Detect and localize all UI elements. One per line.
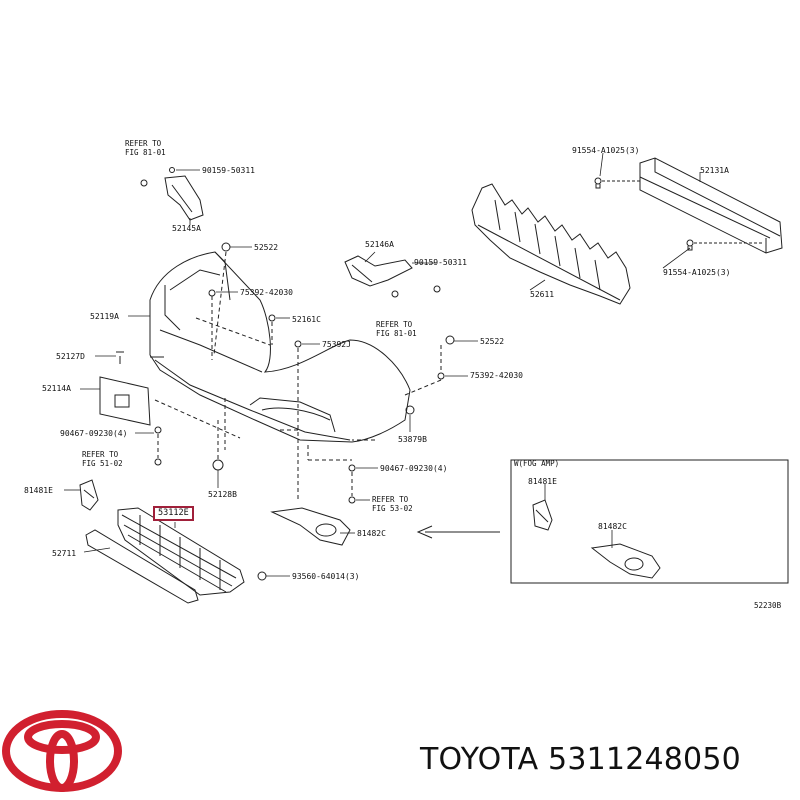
label-81481E-left: 81481E <box>24 486 53 495</box>
fog-option-box <box>510 459 789 584</box>
fog-bezel-81482C-box[interactable] <box>590 543 661 579</box>
refer-fig-53: REFER TO FIG 53-02 <box>372 495 413 513</box>
label-52127D: 52127D <box>56 352 85 361</box>
fog-box-label: W(FOG AMP) <box>514 459 560 468</box>
label-52119A: 52119A <box>90 312 119 321</box>
label-75392-mid: 75392-42030 <box>470 371 523 380</box>
label-52611: 52611 <box>530 290 555 299</box>
brand-part-number: TOYOTA 5311248050 <box>420 742 741 777</box>
label-52522-mid: 52522 <box>480 337 505 346</box>
label-91554-top: 91554-A1025(3) <box>572 146 640 155</box>
label-52128B: 52128B <box>208 490 237 499</box>
label-90467-mid: 90467-09230(4) <box>380 464 448 473</box>
label-90159-mid: 90159-50311 <box>414 258 467 267</box>
refer-fig-51: REFER TO FIG 51-02 <box>82 450 123 468</box>
bumper-cover-52119A[interactable] <box>149 251 411 443</box>
highlighted-part-53112E[interactable]: 53112E <box>153 506 194 521</box>
fog-lamp-81481E-left[interactable] <box>79 479 99 511</box>
bolt-icon <box>594 177 694 251</box>
license-bracket-52114A[interactable] <box>99 376 151 426</box>
label-52146A: 52146A <box>365 240 394 249</box>
fog-bezel-81482C[interactable] <box>270 507 351 546</box>
label-75392J: 75392J <box>322 340 351 349</box>
bracket-52145A[interactable] <box>164 175 204 221</box>
label-52522-top: 52522 <box>254 243 279 252</box>
bracket-52146A[interactable] <box>344 255 413 287</box>
label-81482C-box: 81482C <box>598 522 627 531</box>
label-81481E-box: 81481E <box>528 477 557 486</box>
label-53879B: 53879B <box>398 435 427 444</box>
refer-fig-81-mid: REFER TO FIG 81-01 <box>376 320 417 338</box>
label-52145A: 52145A <box>172 224 201 233</box>
label-90467-left: 90467-09230(4) <box>60 429 128 438</box>
label-52711: 52711 <box>52 549 77 558</box>
label-52114A: 52114A <box>42 384 71 393</box>
label-52161C: 52161C <box>292 315 321 324</box>
bumper-reinforcement-52131A[interactable] <box>639 157 783 254</box>
fog-lamp-81481E-box[interactable] <box>532 499 553 531</box>
toyota-logo-icon <box>2 710 122 792</box>
grille-53112E[interactable] <box>117 507 245 596</box>
diagram-code: 52230B <box>754 601 782 610</box>
refer-fig-81-top: REFER TO FIG 81-01 <box>125 139 166 157</box>
label-90159-top: 90159-50311 <box>202 166 255 175</box>
label-93560: 93560-64014(3) <box>292 572 360 581</box>
label-81482C-main: 81482C <box>357 529 386 538</box>
label-52131A: 52131A <box>700 166 729 175</box>
label-75392-top: 75392-42030 <box>240 288 293 297</box>
molding-52711[interactable] <box>85 529 199 604</box>
label-91554-bottom: 91554-A1025(3) <box>663 268 731 277</box>
arrow-left-icon <box>416 525 500 539</box>
energy-absorber-52611[interactable] <box>471 183 631 305</box>
